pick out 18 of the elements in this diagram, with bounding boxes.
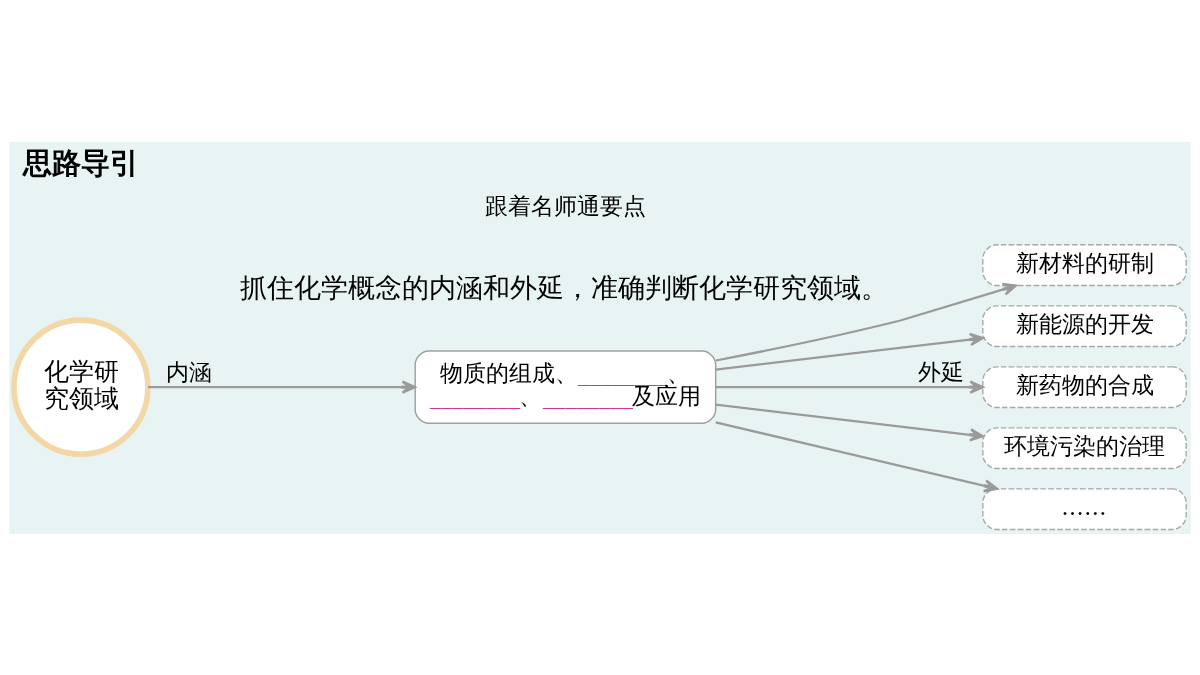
node-box: 新材料的研制 (982, 243, 1187, 286)
diagram-title: 思路导引 (22, 144, 139, 180)
label: 抓住化学概念的内涵和外延，准确判断化学研究领域。 (239, 271, 888, 303)
label: 跟着名师通要点 (485, 192, 647, 219)
node-box: …… (982, 487, 1187, 530)
node-box: 物质的组成、________、________、________及应用 (414, 349, 717, 424)
arrow (715, 379, 984, 394)
node-box: 新能源的开发 (982, 304, 1187, 347)
node-box: 新药物的合成 (982, 365, 1187, 408)
arrow (148, 379, 417, 394)
arrow (715, 332, 984, 371)
node-circle: 化学研究领域 (11, 316, 151, 457)
edge-label: 内涵 (166, 358, 213, 385)
node-box: 环境污染的治理 (982, 426, 1187, 469)
arrow (715, 420, 999, 492)
edge-label: 外延 (918, 358, 965, 385)
arrow (715, 282, 1018, 362)
arrow (715, 403, 984, 441)
